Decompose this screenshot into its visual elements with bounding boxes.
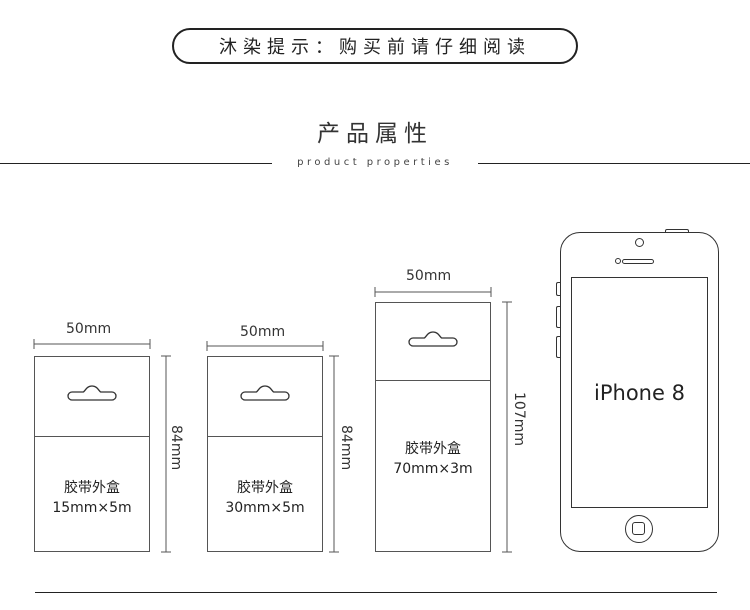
phone-speaker-icon bbox=[622, 259, 654, 264]
iphone-illustration: iPhone 8 bbox=[560, 232, 719, 552]
box-3-spec: 70mm×3m bbox=[393, 461, 473, 477]
phone-volume-up-button bbox=[556, 306, 560, 328]
section-rule-left bbox=[0, 163, 272, 164]
box-3-width-label: 50mm bbox=[406, 268, 452, 284]
box-3-height-label: 107mm bbox=[511, 392, 527, 446]
box-3-divider bbox=[376, 380, 490, 381]
box-2-spec: 30mm×5m bbox=[225, 500, 305, 516]
hang-hole-icon bbox=[240, 385, 290, 401]
phone-screen: iPhone 8 bbox=[571, 277, 708, 508]
phone-camera-icon bbox=[635, 238, 644, 247]
phone-sensor-icon bbox=[615, 258, 621, 264]
purchase-notice: 沐染提示：购买前请仔细阅读 bbox=[172, 28, 578, 64]
box-1-divider bbox=[35, 436, 149, 437]
section-title: 产品属性 bbox=[317, 121, 433, 147]
phone-volume-down-button bbox=[556, 336, 560, 358]
tape-box-2: 胶带外盒 30mm×5m bbox=[207, 356, 323, 552]
phone-model-label: iPhone 8 bbox=[594, 380, 685, 405]
phone-home-button-icon bbox=[625, 515, 653, 543]
hang-hole-icon bbox=[67, 385, 117, 401]
section-rule-right bbox=[478, 163, 750, 164]
phone-silent-switch bbox=[556, 282, 560, 296]
hang-hole-icon bbox=[408, 331, 458, 347]
box-2-divider bbox=[208, 436, 322, 437]
box-2-name: 胶带外盒 bbox=[237, 480, 293, 496]
box-2-height-label: 84mm bbox=[338, 425, 354, 471]
section-subtitle: product properties bbox=[297, 157, 453, 168]
box-1-width-label: 50mm bbox=[66, 321, 112, 337]
box-3-name: 胶带外盒 bbox=[405, 441, 461, 457]
bottom-divider bbox=[35, 592, 717, 593]
phone-power-button bbox=[665, 229, 689, 233]
tape-box-3: 胶带外盒 70mm×3m bbox=[375, 302, 491, 552]
box-2-width-label: 50mm bbox=[240, 324, 286, 340]
box-1-name: 胶带外盒 bbox=[64, 480, 120, 496]
box-1-spec: 15mm×5m bbox=[52, 500, 132, 516]
box-1-height-label: 84mm bbox=[168, 425, 184, 471]
tape-box-1: 胶带外盒 15mm×5m bbox=[34, 356, 150, 552]
